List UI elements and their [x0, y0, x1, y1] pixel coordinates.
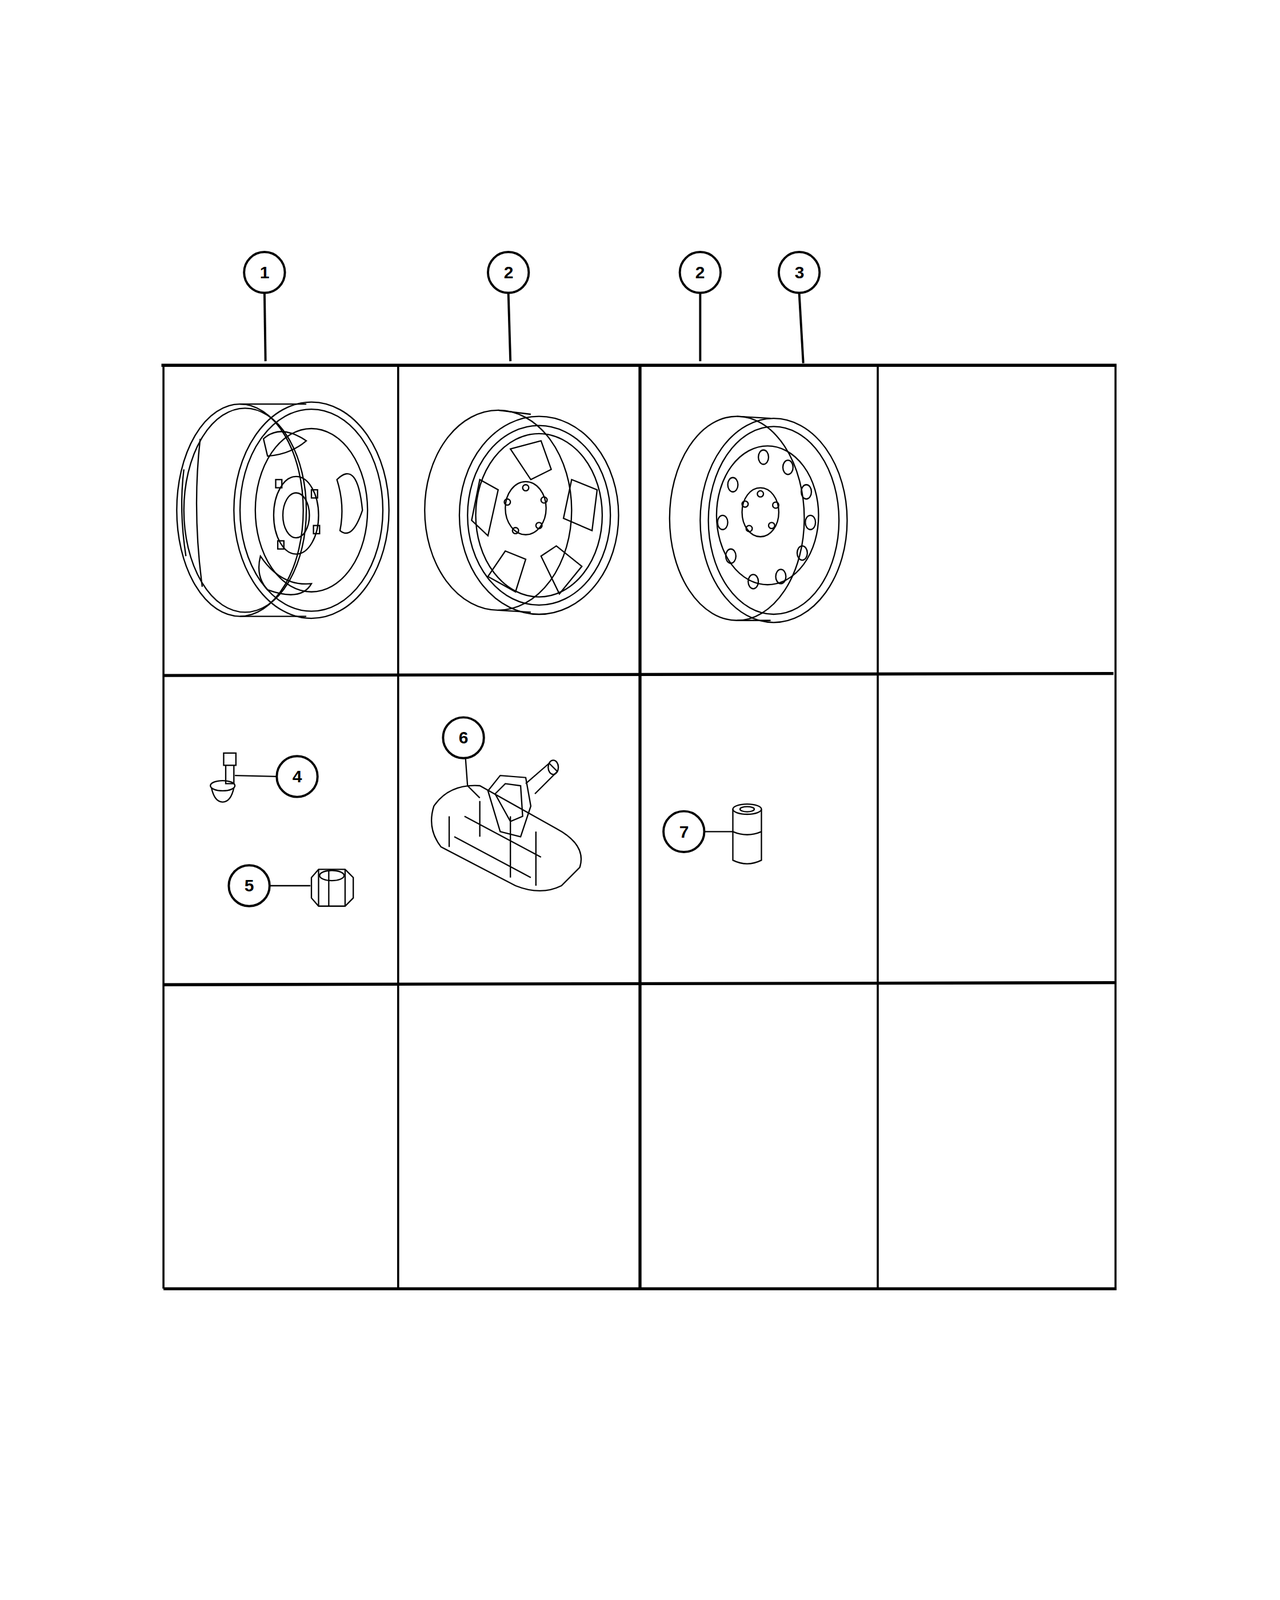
callout-number: 5 — [228, 865, 270, 907]
valve-stem — [210, 753, 236, 803]
steel-wheel — [176, 402, 389, 619]
grid — [161, 365, 1117, 1289]
callout-number: 3 — [778, 252, 820, 294]
callout-number: 2 — [488, 252, 530, 294]
callout-number: 6 — [442, 717, 484, 759]
callout-number: 7 — [663, 811, 705, 853]
pressure-sensor — [431, 760, 582, 891]
callout-number: 1 — [244, 252, 286, 294]
valve-cap — [733, 804, 762, 864]
spare-wheel — [669, 416, 848, 623]
styled-wheel — [424, 410, 619, 615]
callout-circles — [228, 252, 820, 907]
lug-nut — [311, 869, 354, 906]
callout-number: 2 — [679, 252, 721, 294]
callout-number: 4 — [276, 756, 318, 798]
